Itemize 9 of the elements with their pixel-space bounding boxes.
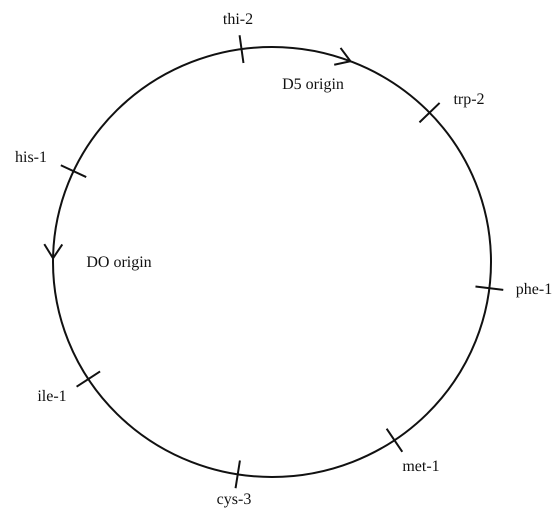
gene-label: met-1 — [402, 459, 440, 475]
gene-label: his-1 — [15, 150, 47, 166]
gene-label: trp-2 — [453, 92, 485, 108]
gene-label: thi-2 — [222, 12, 254, 28]
gene-label: DO origin — [86, 255, 152, 271]
gene-label: D5 origin — [282, 77, 344, 93]
gene-label: ile-1 — [37, 389, 67, 405]
gene-label: phe-1 — [516, 282, 552, 298]
gene-label: cys-3 — [216, 492, 252, 508]
